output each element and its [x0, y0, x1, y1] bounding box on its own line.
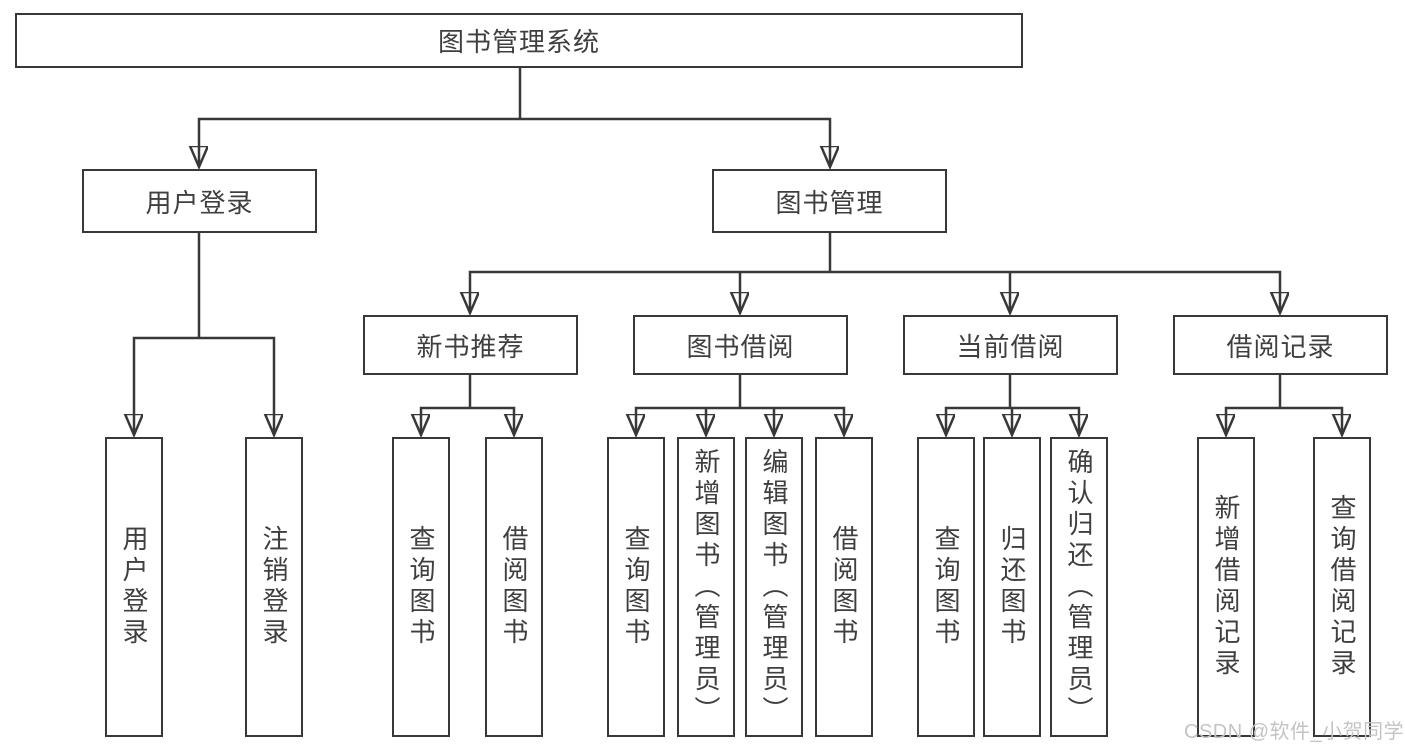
leaf-query-books-recommend: 查询图书 — [392, 437, 450, 737]
leaf-confirm-return-admin: 确认归还（管理员） — [1050, 437, 1108, 737]
node-label: 借阅图书 — [499, 525, 529, 649]
node-label: 新增图书（管理员） — [691, 447, 721, 727]
node-label: 用户登录 — [119, 525, 149, 649]
csdn-watermark: CSDN @软件_小贺同学 — [1184, 721, 1405, 743]
node-label: 编辑图书（管理员） — [759, 447, 789, 727]
node-book-management: 图书管理 — [712, 169, 947, 233]
leaf-add-borrow-record: 新增借阅记录 — [1197, 437, 1255, 737]
node-label: 图书管理 — [775, 187, 884, 218]
leaf-query-books-borrow: 查询图书 — [607, 437, 665, 737]
node-label: 查询借阅记录 — [1327, 494, 1357, 680]
node-new-book-recommend: 新书推荐 — [363, 315, 578, 375]
node-label: 确认归还（管理员） — [1064, 447, 1094, 727]
node-label: 借阅记录 — [1226, 331, 1335, 362]
node-label: 归还图书 — [997, 525, 1027, 649]
connector-borrow-split — [636, 406, 844, 435]
connector-recommend-split — [421, 406, 514, 435]
node-current-borrow: 当前借阅 — [903, 315, 1118, 375]
node-borrow-records: 借阅记录 — [1173, 315, 1388, 375]
node-label: 注销登录 — [259, 525, 289, 649]
node-label: 借阅图书 — [829, 525, 859, 649]
leaf-return-books: 归还图书 — [983, 437, 1041, 737]
node-label: 用户登录 — [145, 187, 254, 218]
node-label: 图书管理系统 — [437, 27, 600, 57]
node-label: 查询图书 — [406, 525, 436, 649]
connector-login-split — [134, 336, 274, 435]
connector-mgmt-split — [470, 270, 1280, 313]
leaf-edit-books-admin: 编辑图书（管理员） — [745, 437, 803, 737]
leaf-borrow-books-recommend: 借阅图书 — [485, 437, 543, 737]
leaf-logout: 注销登录 — [245, 437, 303, 737]
leaf-add-books-admin: 新增图书（管理员） — [677, 437, 735, 737]
node-label: 新书推荐 — [416, 331, 525, 362]
node-label: 图书借阅 — [686, 331, 795, 362]
node-user-login: 用户登录 — [82, 169, 317, 233]
connector-root-split — [199, 117, 830, 167]
node-label: 当前借阅 — [956, 331, 1065, 362]
leaf-query-borrow-record: 查询借阅记录 — [1313, 437, 1371, 737]
node-book-borrow: 图书借阅 — [633, 315, 848, 375]
node-label: 查询图书 — [931, 525, 961, 649]
leaf-borrow-books: 借阅图书 — [815, 437, 873, 737]
leaf-query-books-current: 查询图书 — [917, 437, 975, 737]
node-label: 新增借阅记录 — [1211, 494, 1241, 680]
node-label: 查询图书 — [621, 525, 651, 649]
leaf-user-login: 用户登录 — [105, 437, 163, 737]
node-library-management-system: 图书管理系统 — [15, 13, 1023, 68]
connector-records-split — [1226, 406, 1342, 435]
